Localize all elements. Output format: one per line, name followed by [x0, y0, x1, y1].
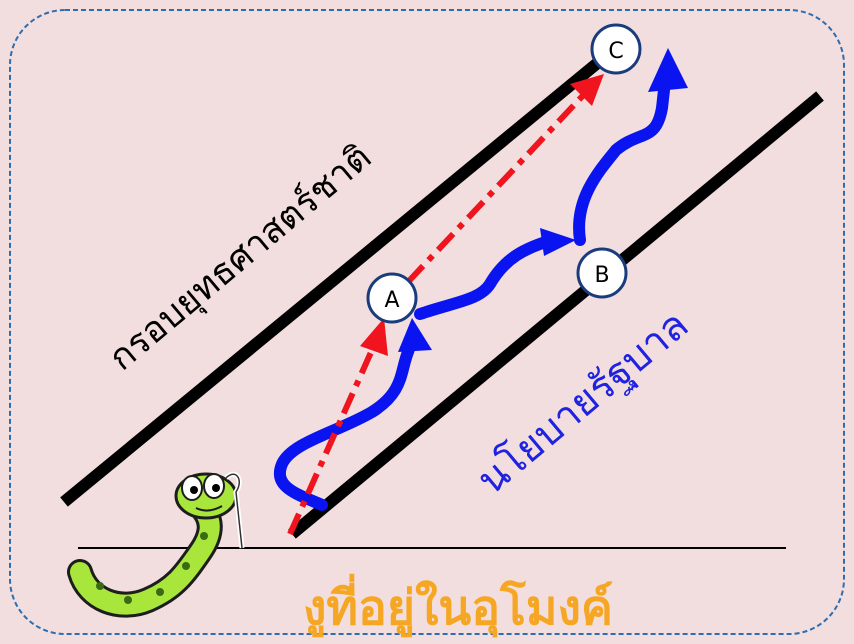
- node-b-label: B: [594, 263, 609, 288]
- government-policy-label: นโยบายรัฐบาล: [469, 302, 698, 505]
- dashed-frame: [9, 9, 845, 635]
- policy-arrowhead-b: [540, 228, 576, 256]
- strategy-path-a-c: [405, 85, 593, 285]
- strategy-arrowhead-c: [570, 74, 604, 106]
- national-strategy-label: กรอบยุทธศาสตร์ชาติ: [101, 137, 379, 380]
- policy-arrowhead-top: [648, 48, 688, 92]
- policy-arrowhead-a: [398, 318, 432, 352]
- node-c: C: [590, 23, 642, 75]
- lower-rail: [288, 91, 824, 539]
- policy-path-a-b: [414, 234, 558, 320]
- node-a: A: [366, 272, 418, 324]
- upper-rail: [60, 51, 610, 507]
- policy-path-b-c: [573, 84, 670, 246]
- snake-caption: งูที่อยู่ในอุโมงค์: [303, 573, 613, 638]
- node-c-label: C: [608, 39, 623, 64]
- node-b: B: [576, 247, 628, 299]
- strategy-arrowhead-a: [360, 318, 388, 356]
- snake-illustration: [67, 471, 245, 618]
- node-a-label: A: [384, 288, 399, 313]
- policy-path-start: [274, 334, 418, 511]
- strategy-path-start: [287, 348, 375, 536]
